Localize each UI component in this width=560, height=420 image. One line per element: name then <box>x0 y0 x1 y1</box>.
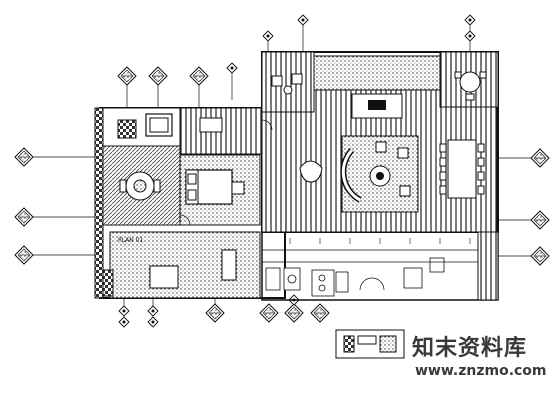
door-swings <box>179 119 385 291</box>
section-markers-top <box>117 14 476 110</box>
balcony-left-floor <box>261 51 315 113</box>
watermark-url: www.znzmo.com <box>415 363 547 379</box>
lounge-chair <box>299 160 323 183</box>
hallway-floor <box>261 111 287 233</box>
kitchen-counter <box>149 265 179 289</box>
left-wall-detail <box>94 107 104 299</box>
round-dining-set <box>119 171 161 201</box>
section-markers-left <box>14 147 100 265</box>
terrace-floor <box>313 55 441 91</box>
dining-table <box>439 139 485 199</box>
section-markers-right <box>496 148 550 266</box>
service-strip-fixtures <box>262 249 498 297</box>
kitchen-island <box>221 249 237 281</box>
balcony-round-table <box>454 71 487 101</box>
balcony-chairs <box>271 73 303 95</box>
bed <box>185 169 245 205</box>
grid-ticks <box>289 238 471 244</box>
shower-tray <box>117 119 137 139</box>
watermark-text: 知末资料库 <box>412 336 528 361</box>
detail-inset <box>335 329 405 359</box>
living-room-seating <box>340 135 419 213</box>
desk <box>199 117 223 133</box>
annotation-tag: PLAN 01 <box>118 237 143 244</box>
pantry <box>102 269 114 297</box>
exterior-steps <box>477 231 499 301</box>
tv-unit <box>368 100 386 110</box>
